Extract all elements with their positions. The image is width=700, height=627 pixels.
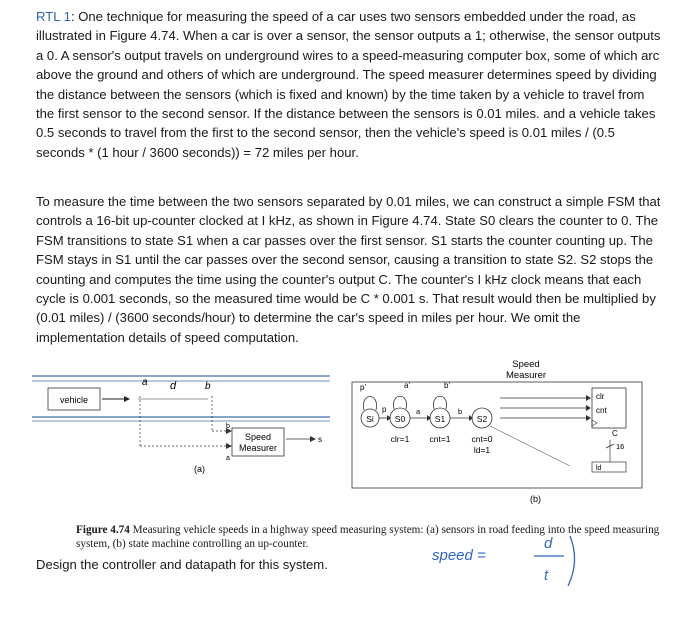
fsm-paragraph: To measure the time between the two sens… [36, 194, 661, 345]
svg-text:Si: Si [366, 414, 374, 424]
svg-text:16: 16 [616, 442, 624, 451]
vehicle-box [47, 387, 101, 411]
svg-text:ld: ld [596, 465, 602, 472]
svg-text:s: s [318, 435, 322, 444]
svg-text:cnt=1: cnt=1 [429, 434, 450, 444]
road-diagram: vehicle a d b Speed Measurer b a s (a) [32, 375, 330, 474]
problem-label: RTL 1 [36, 9, 71, 24]
hand-d: d [170, 380, 177, 392]
svg-text:p': p' [360, 383, 366, 392]
svg-text:S0: S0 [395, 414, 406, 424]
design-prompt: Design the controller and datapath for t… [36, 557, 328, 572]
svg-text:a: a [226, 455, 230, 462]
svg-text:p: p [382, 405, 387, 414]
register [591, 461, 627, 473]
svg-text:a': a' [404, 381, 410, 390]
hand-a: a [142, 377, 148, 388]
svg-text:clr: clr [596, 392, 605, 401]
hand-b: b [205, 381, 211, 392]
svg-text:cnt=0: cnt=0 [471, 434, 492, 444]
svg-text:clr=1: clr=1 [391, 434, 410, 444]
svg-text:S2: S2 [477, 414, 488, 424]
figure-4-74: vehicle a d b Speed Measurer b a s (a) S… [32, 359, 643, 504]
svg-text:ld=1: ld=1 [474, 445, 491, 455]
label-b: (b) [530, 494, 541, 504]
svg-text:Measurer: Measurer [239, 443, 277, 453]
state-machine: Speed Measurer Si S0 S1 S2 p' p a' a b' … [351, 359, 643, 504]
svg-text:C: C [612, 429, 618, 438]
handwritten-note: speed = d t [432, 535, 576, 587]
label-a: (a) [194, 464, 205, 474]
svg-text:Measurer: Measurer [506, 370, 546, 381]
problem-text: : One technique for measuring the speed … [36, 9, 661, 160]
svg-text:d: d [544, 535, 553, 552]
speed-measurer-box [231, 427, 285, 457]
svg-text:b: b [458, 407, 462, 416]
svg-text:cnt: cnt [596, 406, 607, 415]
svg-text:a: a [416, 407, 421, 416]
svg-text:Speed: Speed [512, 359, 539, 370]
svg-text:speed =: speed = [432, 547, 486, 564]
figure-caption: Figure 4.74 Measuring vehicle speeds in … [76, 524, 660, 551]
up-counter [591, 387, 627, 429]
svg-text:b': b' [444, 381, 450, 390]
problem-paragraph: RTL 1: One technique for measuring the s… [36, 7, 666, 162]
vehicle-label: vehicle [60, 395, 88, 405]
svg-text:t: t [544, 567, 549, 584]
svg-text:S1: S1 [435, 414, 446, 424]
svg-text:b: b [226, 423, 230, 430]
svg-text:Speed: Speed [245, 432, 271, 442]
